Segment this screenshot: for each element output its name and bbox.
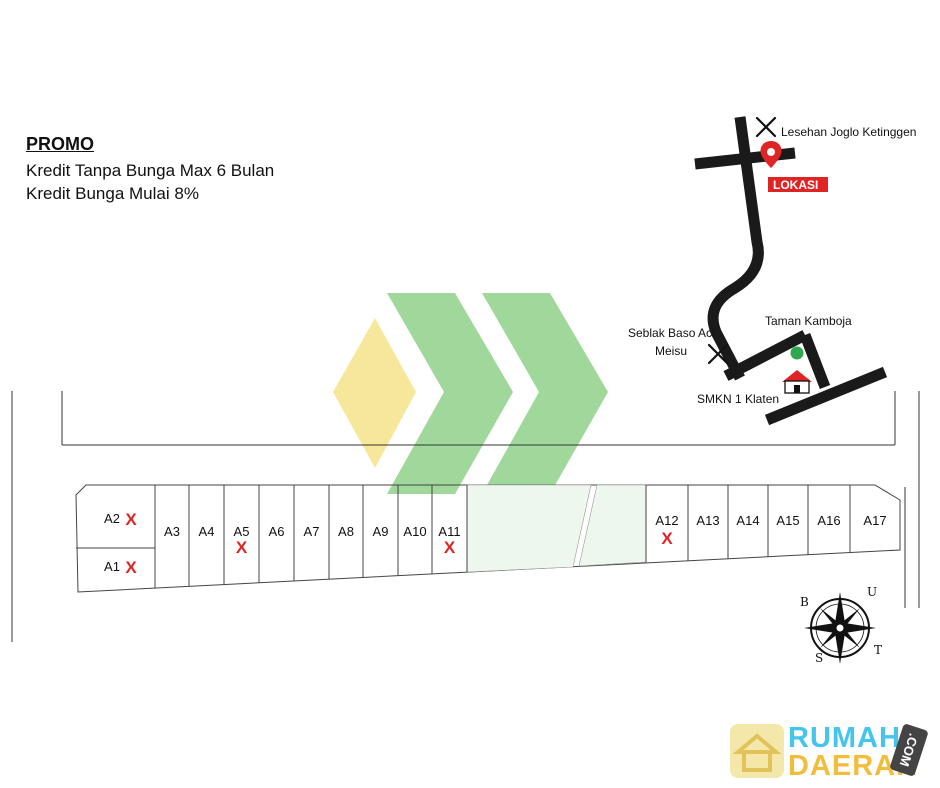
rumah-daerah-logo: RUMAH DAERAH .COM	[730, 722, 930, 782]
compass-letter-north: U	[867, 585, 877, 599]
plot-block-outline	[75, 484, 901, 593]
label-lesehan: Lesehan Joglo Ketinggen	[781, 125, 916, 139]
plot-label-a7: A7	[304, 524, 320, 539]
decorative-chevrons	[333, 293, 608, 494]
plot-label-a9: A9	[373, 524, 389, 539]
plot-dividers	[76, 485, 851, 589]
label-seblak-line1: Seblak Baso Aci	[628, 326, 715, 340]
open-space-left	[466, 484, 592, 573]
compass-letter-east: T	[874, 643, 882, 657]
promo-line-1: Kredit Tanpa Bunga Max 6 Bulan	[26, 161, 275, 180]
yellow-diamond	[333, 318, 416, 468]
compass-letters: U T S B	[800, 585, 882, 665]
locator-roads	[694, 116, 888, 426]
plot-label-a6: A6	[269, 524, 285, 539]
plot-label-a13: A13	[696, 513, 719, 528]
plot-label-a14: A14	[736, 513, 759, 528]
label-smkn: SMKN 1 Klaten	[697, 392, 779, 406]
compass-letter-west: B	[800, 595, 809, 609]
plot-label-a11: A11	[438, 524, 460, 539]
sold-mark-a5: X	[236, 538, 248, 557]
sold-mark-a2: X	[125, 510, 137, 529]
park-marker-icon	[790, 346, 804, 360]
plot-label-a4: A4	[199, 524, 215, 539]
main-road-outline	[11, 391, 920, 642]
house-logo-icon	[730, 724, 784, 778]
plot-label-a2: A2	[104, 511, 120, 526]
green-chevron-right	[482, 293, 608, 494]
sold-mark-a1: X	[125, 558, 137, 577]
compass-letter-south: S	[815, 651, 823, 665]
plot-label-a16: A16	[817, 513, 840, 528]
compass-rose-icon	[804, 592, 876, 664]
promo-box: PROMO Kredit Tanpa Bunga Max 6 Bulan Kre…	[26, 134, 274, 205]
locator-labels: Lesehan Joglo Ketinggen LOKASI Seblak Ba…	[628, 125, 916, 406]
school-icon	[782, 370, 812, 394]
label-seblak-line2: Meisu	[655, 344, 687, 358]
restaurant-icon	[755, 116, 777, 138]
open-space-areas	[466, 484, 647, 573]
restaurant-icon	[707, 343, 729, 365]
promo-line-2: Kredit Bunga Mulai 8%	[26, 184, 199, 203]
road-connector	[723, 330, 808, 381]
plot-label-a12: A12	[655, 513, 678, 528]
label-lokasi: LOKASI	[773, 178, 818, 192]
road-bottom-diagonal	[764, 366, 888, 426]
promo-title: PROMO	[26, 134, 95, 154]
open-space-right	[578, 484, 647, 567]
plot-label-a8: A8	[338, 524, 354, 539]
green-chevron-left	[387, 293, 513, 494]
plot-label-a1: A1	[104, 559, 120, 574]
road-vertical-right	[799, 333, 831, 389]
logo-word-rumah: RUMAH	[788, 722, 901, 754]
plot-label-a3: A3	[164, 524, 180, 539]
label-taman: Taman Kamboja	[765, 314, 852, 328]
plot-label-a10: A10	[403, 524, 426, 539]
plot-label-a17: A17	[863, 513, 886, 528]
plot-label-a5: A5	[234, 524, 250, 539]
road-main-curve	[707, 116, 764, 381]
sold-mark-a12: X	[661, 529, 673, 548]
lokasi-badge	[768, 177, 828, 192]
plot-label-a15: A15	[776, 513, 799, 528]
sold-mark-a11: X	[444, 538, 456, 557]
location-pin-icon	[760, 141, 782, 168]
